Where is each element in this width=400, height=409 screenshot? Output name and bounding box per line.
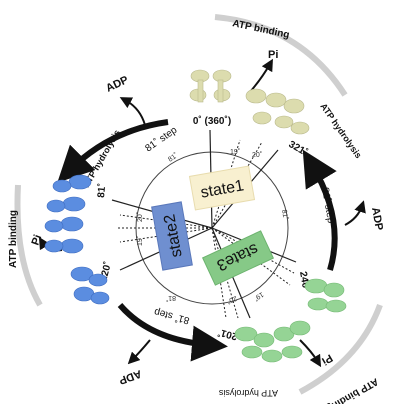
adp-release-arrow-topleft (119, 97, 146, 126)
rotation-arc-top-left (57, 119, 169, 183)
adp-right: ADP (369, 206, 385, 231)
small-angle-bl-19: 19˚ (252, 290, 265, 302)
protein-green-group (234, 278, 347, 363)
protein-blue-group (44, 174, 110, 305)
adp-release-arrow-right (344, 200, 366, 226)
state1-box: state1 (188, 165, 256, 211)
atp-binding-arc-bottom (298, 303, 383, 395)
protein-yellow-group (189, 69, 310, 135)
small-angle-right-81: 81˚ (280, 209, 290, 220)
angle-81: 81˚ (95, 183, 108, 198)
small-angle-bl-20: 20˚ (226, 294, 238, 305)
small-angle-left-19: 19˚ (136, 236, 144, 246)
atp-binding-top: ATP binding (231, 18, 290, 41)
atp-hydrolysis-topright: ATP hydrolysis (318, 101, 363, 160)
angle-321: 321˚ (287, 138, 310, 158)
dotted-lines (118, 139, 295, 319)
atp-binding-left: ATP binding (8, 210, 19, 268)
state2-box: state2 (151, 201, 193, 271)
adp-release-arrow-bottom (127, 339, 151, 365)
pi-release-arrow-top (249, 58, 273, 93)
angle-0: 0˚ (360˚) (193, 115, 231, 127)
state3-box: state3 (201, 230, 275, 286)
small-angle-top-19: 19˚ (230, 148, 240, 156)
small-angle-left-20: 20˚ (136, 212, 144, 222)
rotation-arc-right (302, 149, 338, 271)
pi-bottom: Pi (319, 351, 334, 367)
adp-topleft: ADP (104, 74, 130, 95)
atp-binding-arc-left (14, 184, 43, 307)
atp-binding-bottom: ATP binding (324, 375, 380, 404)
small-angle-top-20: 20˚ (252, 151, 262, 159)
step-right: 81˚ step (319, 186, 337, 224)
rotation-arc-bottom (117, 303, 228, 362)
pi-left: Pi (30, 233, 45, 247)
small-angle-bottom-81: 81˚ (166, 294, 176, 302)
angle-201: 201˚ (216, 326, 238, 343)
adp-bottom: ADP (117, 367, 143, 386)
atp-hydrolysis-bottom: ATP hydrolysis (218, 388, 278, 398)
small-angle-top-81: 81˚ (167, 151, 180, 163)
pi-top: Pi (268, 49, 278, 61)
step-bottom: 81˚ step (152, 306, 190, 327)
atp-binding-arc-top (214, 14, 348, 97)
pi-release-arrow-bottom (299, 339, 322, 368)
